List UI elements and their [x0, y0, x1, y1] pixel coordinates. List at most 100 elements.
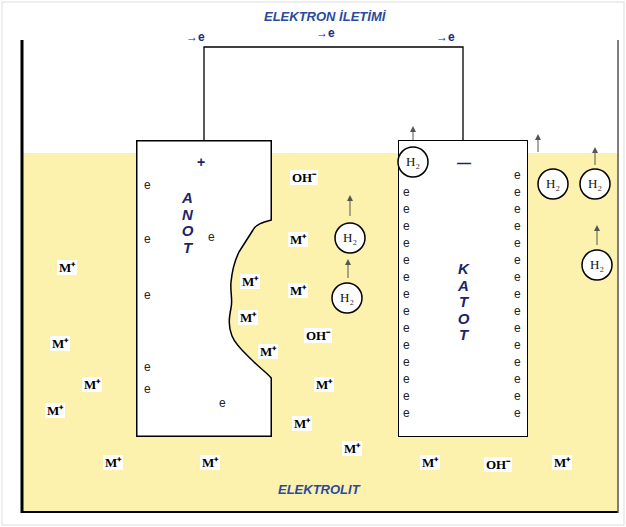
- gas-bubble: H₂: [334, 222, 366, 254]
- ion-label: M⁺: [103, 455, 123, 470]
- electron: e: [514, 202, 521, 216]
- electron: e: [514, 355, 521, 369]
- ion-label: M⁺: [292, 416, 312, 431]
- electron: e: [514, 270, 521, 284]
- ion-label: M⁺: [314, 377, 334, 392]
- vessel-bottom: [21, 511, 618, 513]
- rise-arrow: [538, 137, 539, 152]
- ion-label: M⁺: [420, 455, 440, 470]
- rise-arrow: [350, 198, 351, 216]
- electrode-name: ANOT: [180, 190, 195, 256]
- ion-label: M⁺: [288, 283, 308, 298]
- ion-label: M⁺: [45, 403, 65, 418]
- bubble-outline: [538, 169, 568, 199]
- electron: e: [403, 355, 410, 369]
- gas-bubble: H₂: [331, 282, 363, 314]
- bubble-label: H₂: [406, 154, 420, 170]
- ion-label: OH⁻: [484, 457, 512, 472]
- electron: e: [514, 219, 521, 233]
- vessel-wall: [617, 40, 619, 513]
- diagram-title: ELEKTRON İLETİMİ: [264, 9, 385, 24]
- electron: e: [403, 236, 410, 250]
- electron: e: [514, 236, 521, 250]
- electron: e: [514, 287, 521, 301]
- electron: e: [514, 321, 521, 335]
- ion-label: M⁺: [240, 274, 260, 289]
- ion-label: M⁺: [200, 455, 220, 470]
- vessel-wall: [21, 40, 24, 513]
- ion-label: M⁺: [342, 441, 362, 456]
- electron: e: [403, 389, 410, 403]
- ion-label: M⁺: [288, 232, 308, 247]
- ion-label: OH⁻: [304, 328, 332, 343]
- electron: e: [514, 253, 521, 267]
- ion-label: M⁺: [552, 455, 572, 470]
- electron: e: [403, 253, 410, 267]
- bubble-label: H₂: [343, 230, 357, 246]
- electron-flow: →e: [186, 30, 205, 44]
- ion-label: M⁺: [258, 344, 278, 359]
- electron: e: [144, 178, 151, 192]
- bubble-label: H₂: [588, 176, 602, 192]
- medium-label: ELEKTROLIT: [278, 482, 360, 497]
- electron: e: [144, 288, 151, 302]
- electron: e: [403, 287, 410, 301]
- gas-bubble: H₂: [397, 146, 429, 178]
- electron-flow: →e: [316, 26, 335, 40]
- electron: e: [144, 382, 151, 396]
- electron: e: [403, 338, 410, 352]
- bubble-outline: [398, 147, 428, 177]
- gas-bubble: H₂: [581, 249, 613, 281]
- bubble-outline: [332, 283, 362, 313]
- electron: e: [403, 270, 410, 284]
- ion-label: OH⁻: [290, 170, 318, 185]
- electron: e: [403, 372, 410, 386]
- electron: e: [403, 219, 410, 233]
- electron: e: [514, 304, 521, 318]
- bubble-label: H₂: [340, 290, 354, 306]
- ion-label: M⁺: [50, 336, 70, 351]
- electron: e: [144, 360, 151, 374]
- rise-arrow: [348, 262, 349, 278]
- polarity-sign: —: [457, 155, 471, 171]
- electrolyte: [22, 153, 618, 512]
- electron: e: [403, 185, 410, 199]
- rise-arrow: [597, 228, 598, 245]
- electron: e: [403, 406, 410, 420]
- bubble-label: H₂: [546, 176, 560, 192]
- ion-label: M⁺: [82, 377, 102, 392]
- bubble-outline: [580, 169, 610, 199]
- polarity-sign: +: [197, 154, 205, 170]
- ion-label: M⁺: [57, 260, 77, 275]
- bubble-outline: [582, 250, 612, 280]
- wire-connector: [204, 47, 463, 140]
- rise-arrow: [595, 150, 596, 165]
- electron: e: [403, 321, 410, 335]
- electron: e: [219, 396, 226, 410]
- ion-label: M⁺: [238, 310, 258, 325]
- gas-bubble: H₂: [579, 168, 611, 200]
- electron: e: [514, 185, 521, 199]
- electron: e: [403, 304, 410, 318]
- cathode-electrode: — KATOT: [398, 140, 528, 437]
- electron: e: [514, 168, 521, 182]
- electron: e: [208, 230, 215, 244]
- gas-bubble: H₂: [537, 168, 569, 200]
- electron: e: [514, 406, 521, 420]
- electron: e: [403, 202, 410, 216]
- electron: e: [514, 389, 521, 403]
- bubble-outline: [335, 223, 365, 253]
- electron: e: [514, 372, 521, 386]
- electrode-name: KATOT: [456, 261, 471, 344]
- electron: e: [514, 338, 521, 352]
- bubble-label: H₂: [590, 257, 604, 273]
- anode-outline: [137, 141, 272, 437]
- electron-flow: →e: [436, 30, 455, 44]
